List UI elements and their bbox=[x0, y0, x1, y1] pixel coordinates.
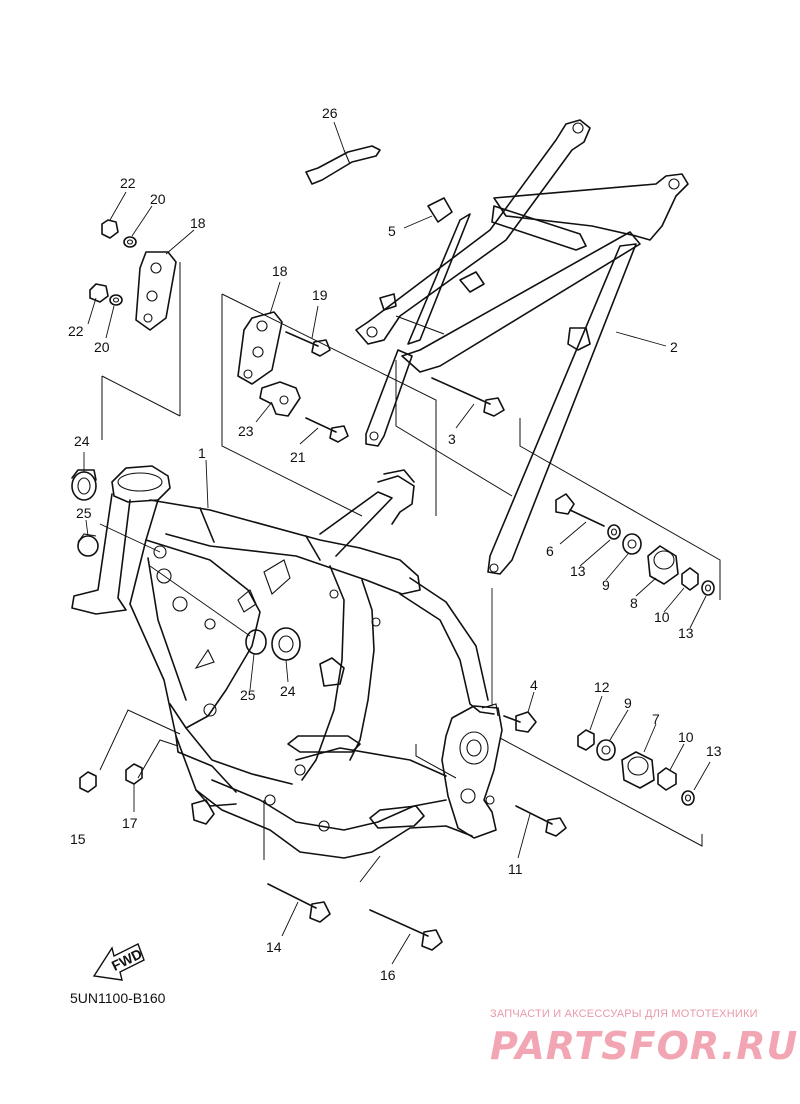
callout-11: 11 bbox=[508, 861, 523, 877]
callout-8: 8 bbox=[630, 595, 638, 611]
callout-5: 5 bbox=[388, 223, 396, 239]
part-23-bracket[interactable] bbox=[259, 381, 301, 417]
callout-23: 23 bbox=[238, 423, 254, 439]
part-25-cap-center[interactable] bbox=[245, 629, 267, 655]
part-21-bolt[interactable] bbox=[305, 417, 349, 443]
callout-19: 19 bbox=[312, 287, 328, 303]
callout-13-b: 13 bbox=[678, 625, 694, 641]
part-18-engine-bracket-center[interactable] bbox=[237, 311, 283, 385]
callout-21: 21 bbox=[290, 449, 306, 465]
callout-18-center: 18 bbox=[272, 263, 288, 279]
part-8-damper[interactable] bbox=[647, 545, 679, 585]
part-19-bolt[interactable] bbox=[285, 331, 331, 357]
callout-18-left: 18 bbox=[190, 215, 206, 231]
callout-20-lower: 20 bbox=[94, 339, 110, 355]
part-1-main-frame[interactable] bbox=[71, 465, 503, 859]
part-22-nut-lower[interactable] bbox=[89, 283, 109, 303]
callout-24-center: 24 bbox=[280, 683, 296, 699]
part-3-bolt[interactable] bbox=[431, 377, 505, 417]
callout-22-upper: 22 bbox=[120, 175, 136, 191]
callout-4: 4 bbox=[530, 677, 538, 693]
part-13-washer-a[interactable] bbox=[607, 524, 621, 540]
callout-20-upper: 20 bbox=[150, 191, 166, 207]
part-25-cap-left[interactable] bbox=[77, 533, 99, 557]
callout-1: 1 bbox=[198, 445, 206, 461]
part-20-washer-lower[interactable] bbox=[109, 294, 123, 306]
callout-labels: 1 2 3 4 5 6 7 8 9 9 10 10 11 12 13 13 13… bbox=[68, 105, 722, 983]
part-20-washer-upper[interactable] bbox=[123, 236, 137, 248]
callout-15: 15 bbox=[70, 831, 86, 847]
part-9-collar-upper[interactable] bbox=[622, 533, 642, 555]
part-4-bolt[interactable] bbox=[503, 711, 537, 733]
fwd-label: FWD bbox=[109, 945, 145, 973]
part-6-bolt[interactable] bbox=[555, 493, 605, 527]
part-24-cap-left[interactable] bbox=[71, 469, 97, 501]
callout-25-left: 25 bbox=[76, 505, 92, 521]
callout-10-lower: 10 bbox=[678, 729, 694, 745]
part-7-damper[interactable] bbox=[621, 751, 655, 789]
callout-3: 3 bbox=[448, 431, 456, 447]
part-12-nut[interactable] bbox=[577, 729, 595, 751]
callout-16: 16 bbox=[380, 967, 396, 983]
part-26-strut[interactable] bbox=[305, 145, 381, 185]
part-2-rear-subframe[interactable] bbox=[355, 119, 689, 575]
callout-24-left: 24 bbox=[74, 433, 90, 449]
part-18-engine-bracket-left[interactable] bbox=[135, 251, 177, 331]
callout-13-a: 13 bbox=[570, 563, 586, 579]
part-13-washer-c[interactable] bbox=[681, 790, 695, 806]
callout-13-c: 13 bbox=[706, 743, 722, 759]
callout-14: 14 bbox=[266, 939, 282, 955]
part-16-bolt[interactable] bbox=[369, 909, 443, 951]
callout-7: 7 bbox=[652, 711, 660, 727]
part-9-collar-lower[interactable] bbox=[596, 739, 616, 761]
part-22-nut-upper[interactable] bbox=[101, 219, 119, 239]
callout-22-lower: 22 bbox=[68, 323, 84, 339]
watermark-logo: PARTSFOR.RU bbox=[490, 1024, 799, 1068]
callout-2: 2 bbox=[670, 339, 678, 355]
callout-26: 26 bbox=[322, 105, 338, 121]
part-5-bracket[interactable] bbox=[427, 197, 453, 223]
part-24-cap-center[interactable] bbox=[271, 627, 301, 661]
callout-6: 6 bbox=[546, 543, 554, 559]
callout-25-center: 25 bbox=[240, 687, 256, 703]
callout-10-upper: 10 bbox=[654, 609, 670, 625]
fwd-arrow-icon bbox=[92, 943, 145, 981]
diagram-code: 5UN1100-B160 bbox=[70, 990, 166, 1006]
callout-9-lower: 9 bbox=[624, 695, 632, 711]
part-14-bolt[interactable] bbox=[267, 883, 331, 923]
callout-12: 12 bbox=[594, 679, 610, 695]
callout-17: 17 bbox=[122, 815, 138, 831]
part-15-nut[interactable] bbox=[79, 771, 97, 793]
part-10-collar-lower[interactable] bbox=[657, 767, 677, 791]
watermark-tagline: ЗАПЧАСТИ И АКСЕССУАРЫ ДЛЯ МОТОТЕХНИКИ bbox=[490, 1008, 758, 1020]
part-10-collar-upper[interactable] bbox=[681, 567, 699, 591]
part-13-washer-b[interactable] bbox=[701, 580, 715, 596]
callout-9-upper: 9 bbox=[602, 577, 610, 593]
part-17-nut[interactable] bbox=[125, 763, 143, 785]
part-11-bolt[interactable] bbox=[515, 805, 567, 837]
